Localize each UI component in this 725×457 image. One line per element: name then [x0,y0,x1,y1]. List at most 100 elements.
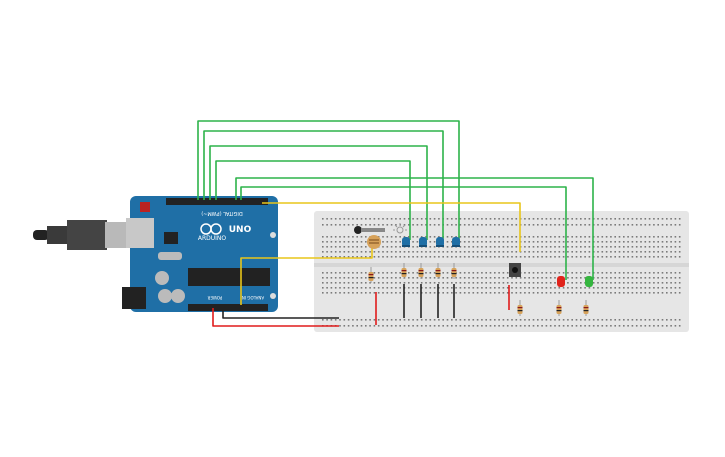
breadboard-hole [446,287,449,289]
breadboard-hole [627,241,629,243]
breadboard-hole [571,224,573,226]
breadboard-hole [403,282,406,284]
breadboard-hole [494,251,496,253]
breadboard-hole [541,251,543,253]
usb-cable[interactable] [33,220,133,250]
breadboard-hole [412,256,414,258]
breadboard-hole [339,319,341,321]
breadboard-hole [386,325,389,327]
breadboard-hole [446,325,449,327]
breadboard-hole [670,272,672,274]
mount-hole [270,293,276,299]
breadboard-hole [575,241,578,243]
breadboard-hole [433,292,436,294]
temperature-sensor[interactable] [354,226,385,234]
breadboard-hole [584,224,586,226]
breadboard-hole [339,236,341,238]
breadboard-hole [442,272,444,274]
photoresistor[interactable] [367,235,381,249]
breadboard-hole [506,224,509,226]
breadboard-hole [339,272,341,274]
breadboard-hole [571,251,573,253]
breadboard-hole [661,246,664,248]
breadboard-hole [580,287,582,289]
breadboard-hole [343,256,346,258]
breadboard-hole [399,236,401,238]
breadboard-hole [498,292,500,294]
breadboard-hole [532,251,535,253]
breadboard-hole [425,325,427,327]
breadboard-hole [661,218,664,220]
breadboard-hole [347,224,350,226]
breadboard-holes[interactable] [322,218,681,327]
breadboard-hole [545,218,548,220]
resistors[interactable] [368,263,589,316]
breadboard-hole [640,287,642,289]
breadboard-hole [666,319,668,321]
breadboard-hole [644,246,647,248]
breadboard-hole [416,282,419,284]
breadboard-hole [343,319,346,321]
breadboard-hole [395,272,397,274]
breadboard-hole [322,277,324,279]
breadboard-hole [416,224,419,226]
breadboard-hole [541,277,543,279]
breadboard-hole [575,282,578,284]
breadboard-hole [588,272,591,274]
breadboard-hole [360,272,363,274]
breadboard-hole [334,282,337,284]
arduino-uno-board[interactable]: DIGITAL (PWM~) ARDUINO UNO POWER ANALOG … [122,196,278,312]
breadboard-hole [549,218,552,220]
breadboard-hole [438,325,440,327]
breadboard-hole [438,224,440,226]
breadboard-hole [554,287,556,289]
resistor [451,268,457,277]
breadboard-hole [395,282,397,284]
breadboard-hole [451,256,453,258]
breadboard-hole [322,246,324,248]
breadboard-hole [623,241,625,243]
breadboard-hole [537,319,539,321]
breadboard-hole [666,287,668,289]
breadboard-hole [485,319,487,321]
breadboard-hole [554,272,556,274]
breadboard-hole [653,236,655,238]
breadboard-hole [567,325,569,327]
breadboard-hole [678,272,681,274]
breadboard-hole [403,236,406,238]
breadboard-hole [451,287,453,289]
breadboard-hole [618,236,621,238]
breadboard-hole [451,218,453,220]
breadboard-hole [502,224,505,226]
breadboard-hole [455,277,457,279]
breadboard-hole [515,325,518,327]
breadboard-hole [601,218,604,220]
breadboard-hole [455,325,457,327]
breadboard-hole [476,277,479,279]
breadboard-hole [614,241,616,243]
breadboard-hole [601,325,604,327]
breadboard-hole [352,272,354,274]
breadboard-hole [356,282,358,284]
blue-leds[interactable] [402,237,460,247]
breadboard-hole [330,241,333,243]
breadboard-hole [472,218,475,220]
breadboard-hole [511,319,513,321]
breadboard-hole [416,325,419,327]
breadboard-hole [494,292,496,294]
breadboard-hole [382,218,384,220]
push-button[interactable] [509,263,521,277]
breadboard-hole [502,319,505,321]
breadboard-hole [562,292,565,294]
breadboard-hole [334,251,337,253]
breadboard-hole [451,251,453,253]
resistor [368,272,374,281]
breadboard-hole [498,287,500,289]
breadboard-hole [459,251,462,253]
breadboard-hole [322,224,324,226]
breadboard-hole [575,287,578,289]
breadboard-hole [373,287,376,289]
breadboard-hole [545,325,548,327]
breadboard-hole [377,224,380,226]
status-leds[interactable] [557,276,593,287]
